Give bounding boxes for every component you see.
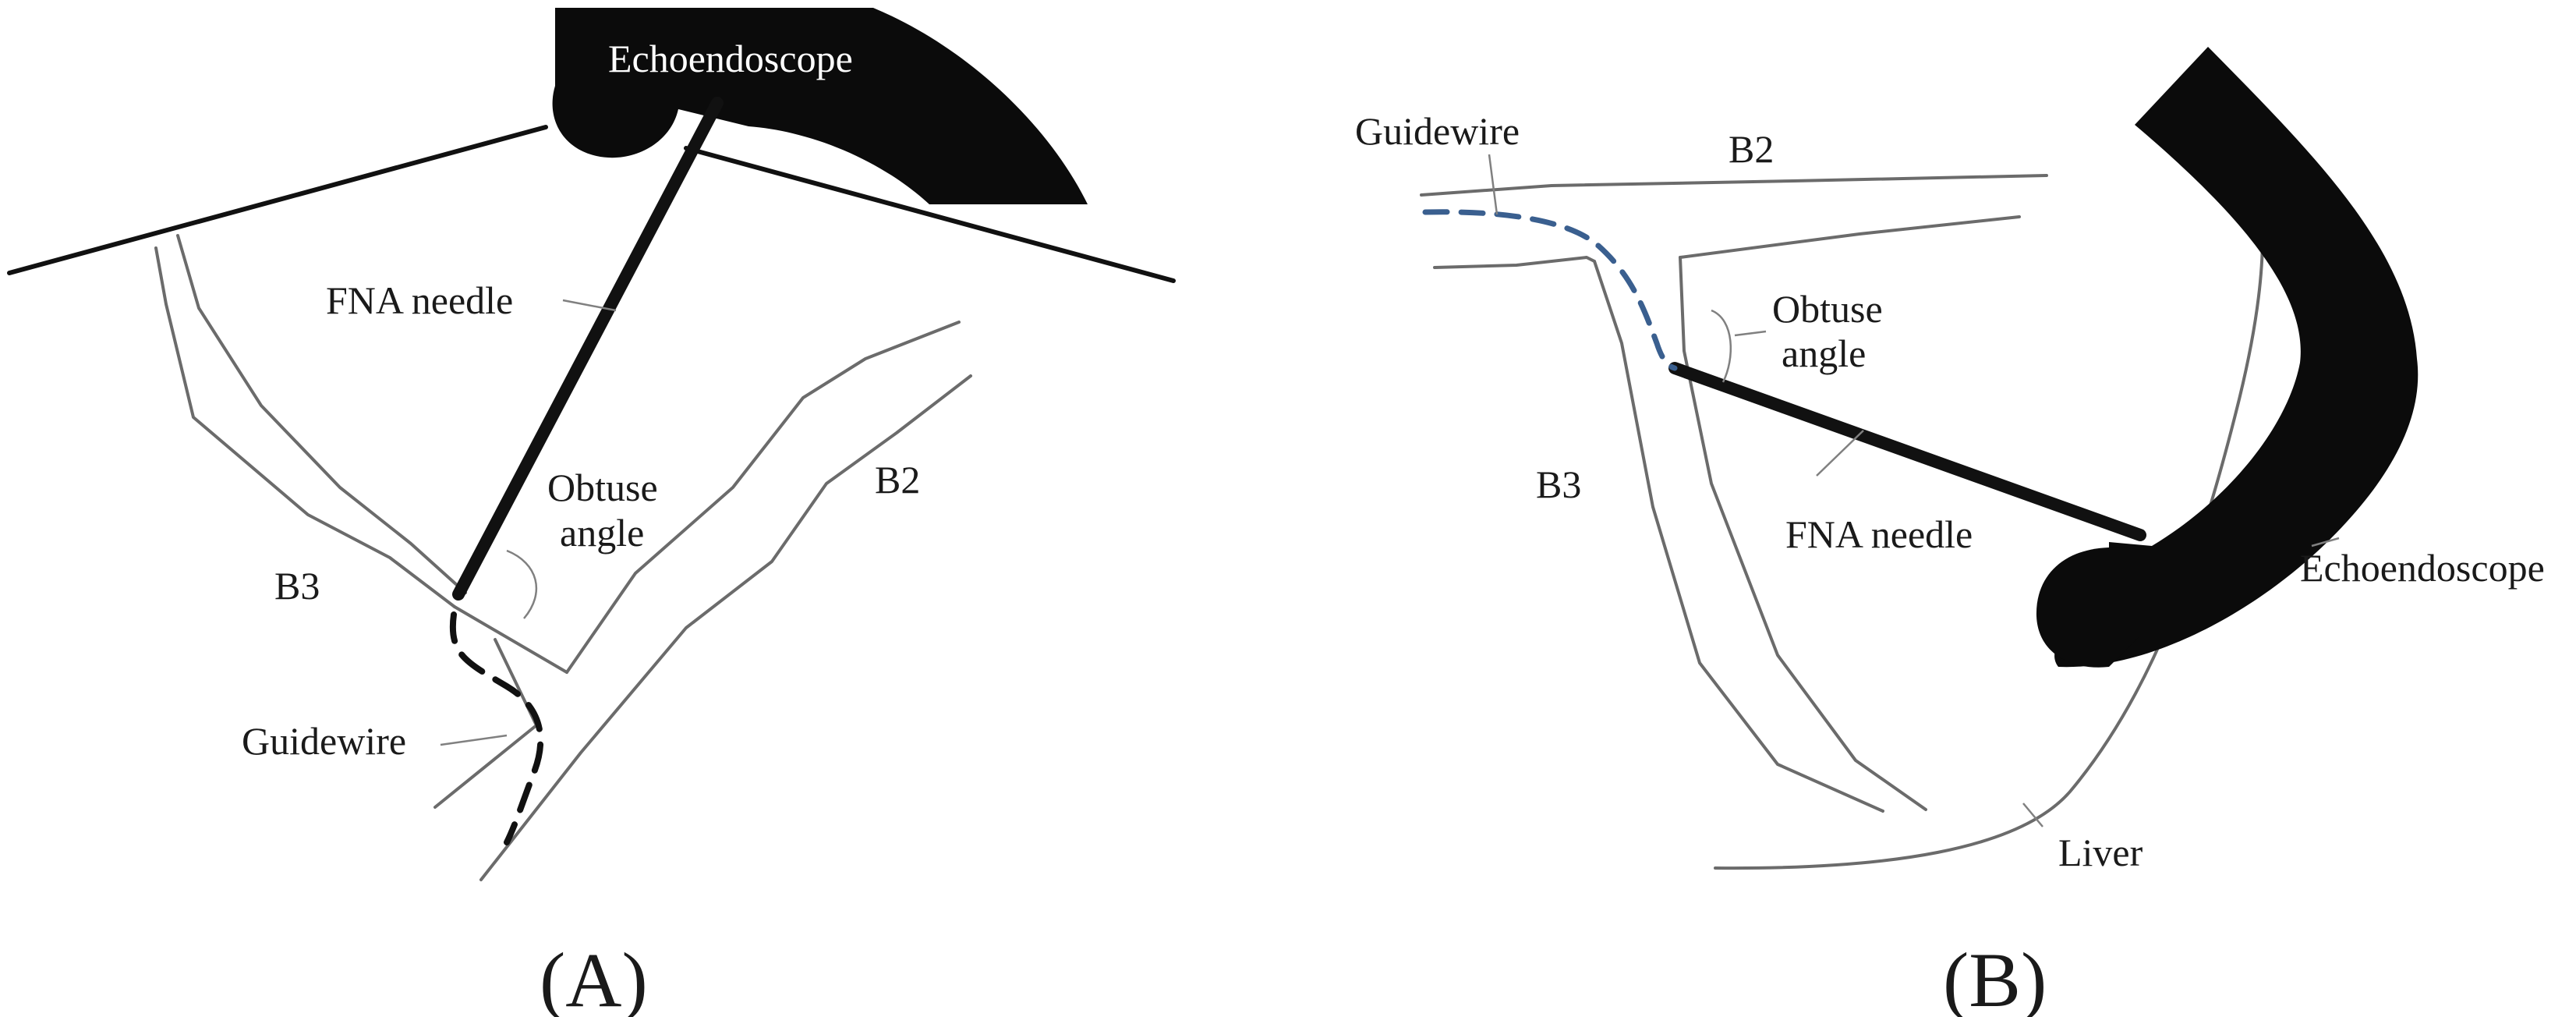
panel-a-b3-duct-inner	[176, 234, 467, 594]
panel-a-fna-needle-label: FNA needle	[326, 278, 513, 322]
panel-b-obtuse-angle-arc	[1711, 309, 1732, 383]
panel-a-obtuse-angle-arc	[506, 549, 538, 619]
panel-a-sector-line-right	[684, 146, 1176, 283]
panel-a-guidewire	[449, 611, 544, 845]
panel-a-b2-duct-outer	[479, 374, 972, 881]
panel-b-b2-duct-lower-right	[1679, 215, 2021, 259]
panel-b-b2-duct-lower-left	[1433, 256, 1596, 269]
panel-a-fna-leader	[562, 299, 617, 312]
panel-a-fna-needle	[452, 97, 724, 601]
panel-b-echoendoscope-shape	[2054, 47, 2419, 668]
panel-b-guidewire-leader	[1488, 154, 1499, 215]
panel-b-echoendoscope-label: Echoendoscope	[2300, 546, 2545, 590]
panel-b-fna-needle-label: FNA needle	[1785, 512, 1973, 556]
panel-b-guidewire-label: Guidewire	[1355, 109, 1520, 153]
panel-b-liver-leader	[2022, 803, 2043, 827]
panel-b-obtuse-leader	[1734, 330, 1767, 337]
panel-b: Guidewire B2 Obtuse angle B3 FNA needle …	[1355, 47, 2545, 1017]
panel-b-b3-duct-outer	[1593, 260, 1884, 813]
panel-b-angle-label: angle	[1782, 331, 1866, 375]
panel-a-guidewire-label: Guidewire	[242, 719, 406, 763]
panel-a-common-duct-right	[453, 605, 568, 674]
panel-a-b2-label: B2	[875, 458, 920, 501]
panel-a-b3-label: B3	[274, 564, 320, 608]
panel-a-b3-duct-outer	[154, 246, 456, 608]
panel-b-b2-duct-top	[1420, 174, 2048, 197]
panel-b-b3-label: B3	[1536, 462, 1581, 506]
panel-b-liver-outline	[1714, 178, 2264, 870]
panel-b-guidewire	[1422, 209, 1678, 371]
panel-b-obtuse-label: Obtuse	[1772, 287, 1883, 331]
panel-a-guidewire-leader	[440, 734, 508, 746]
panel-a-echoendoscope-shape	[552, 8, 1088, 204]
panel-a-b2-duct-inner	[565, 321, 961, 674]
panel-a-caption: (A)	[540, 937, 648, 1017]
panel-b-fna-leader	[1816, 430, 1864, 477]
panel-b-caption: (B)	[1943, 937, 2047, 1017]
panel-a: Echoendoscope FNA needle Obtuse angle B3…	[7, 8, 1176, 1017]
panel-b-liver-label: Liver	[2058, 831, 2143, 874]
panel-a-echoendoscope-label: Echoendoscope	[608, 37, 853, 80]
panel-b-fna-needle	[1668, 362, 2146, 541]
panel-b-echoendoscope-tip	[2036, 547, 2140, 668]
panel-b-echoendoscope-leader	[2311, 537, 2340, 547]
panel-a-sector-line-left	[7, 125, 548, 275]
panel-a-angle-label: angle	[560, 511, 644, 555]
panel-b-b2-label: B2	[1729, 127, 1774, 171]
panel-a-obtuse-label: Obtuse	[547, 466, 658, 509]
panel-b-b3-duct-inner	[1679, 256, 1927, 811]
panel-a-common-duct-left	[433, 638, 538, 809]
